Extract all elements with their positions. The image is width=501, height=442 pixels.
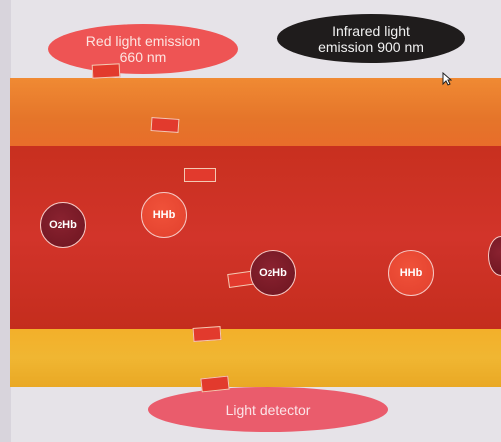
tissue-layer-top [10,78,501,146]
photon-packet [192,326,222,342]
red-emitter-label: Red light emission 660 nm [85,33,201,65]
screen-edge [0,0,11,442]
photon-packet [91,63,121,79]
mouse-pointer-icon [442,72,452,86]
infrared-light-emitter: Infrared light emission 900 nm [277,14,465,63]
photon-packet [150,117,180,133]
photon-packet [184,168,216,182]
tissue-layer-bottom [10,329,501,387]
red-light-emitter: Red light emission 660 nm [48,24,238,74]
light-detector: Light detector [148,387,388,432]
deoxyhemoglobin-cell: HHb [141,192,187,238]
blood-vessel-layer [10,146,501,329]
detector-label: Light detector [225,401,311,418]
deoxyhemoglobin-cell: HHb [388,250,434,296]
infrared-emitter-label: Infrared light emission 900 nm [318,22,424,55]
photon-packet [200,375,230,393]
